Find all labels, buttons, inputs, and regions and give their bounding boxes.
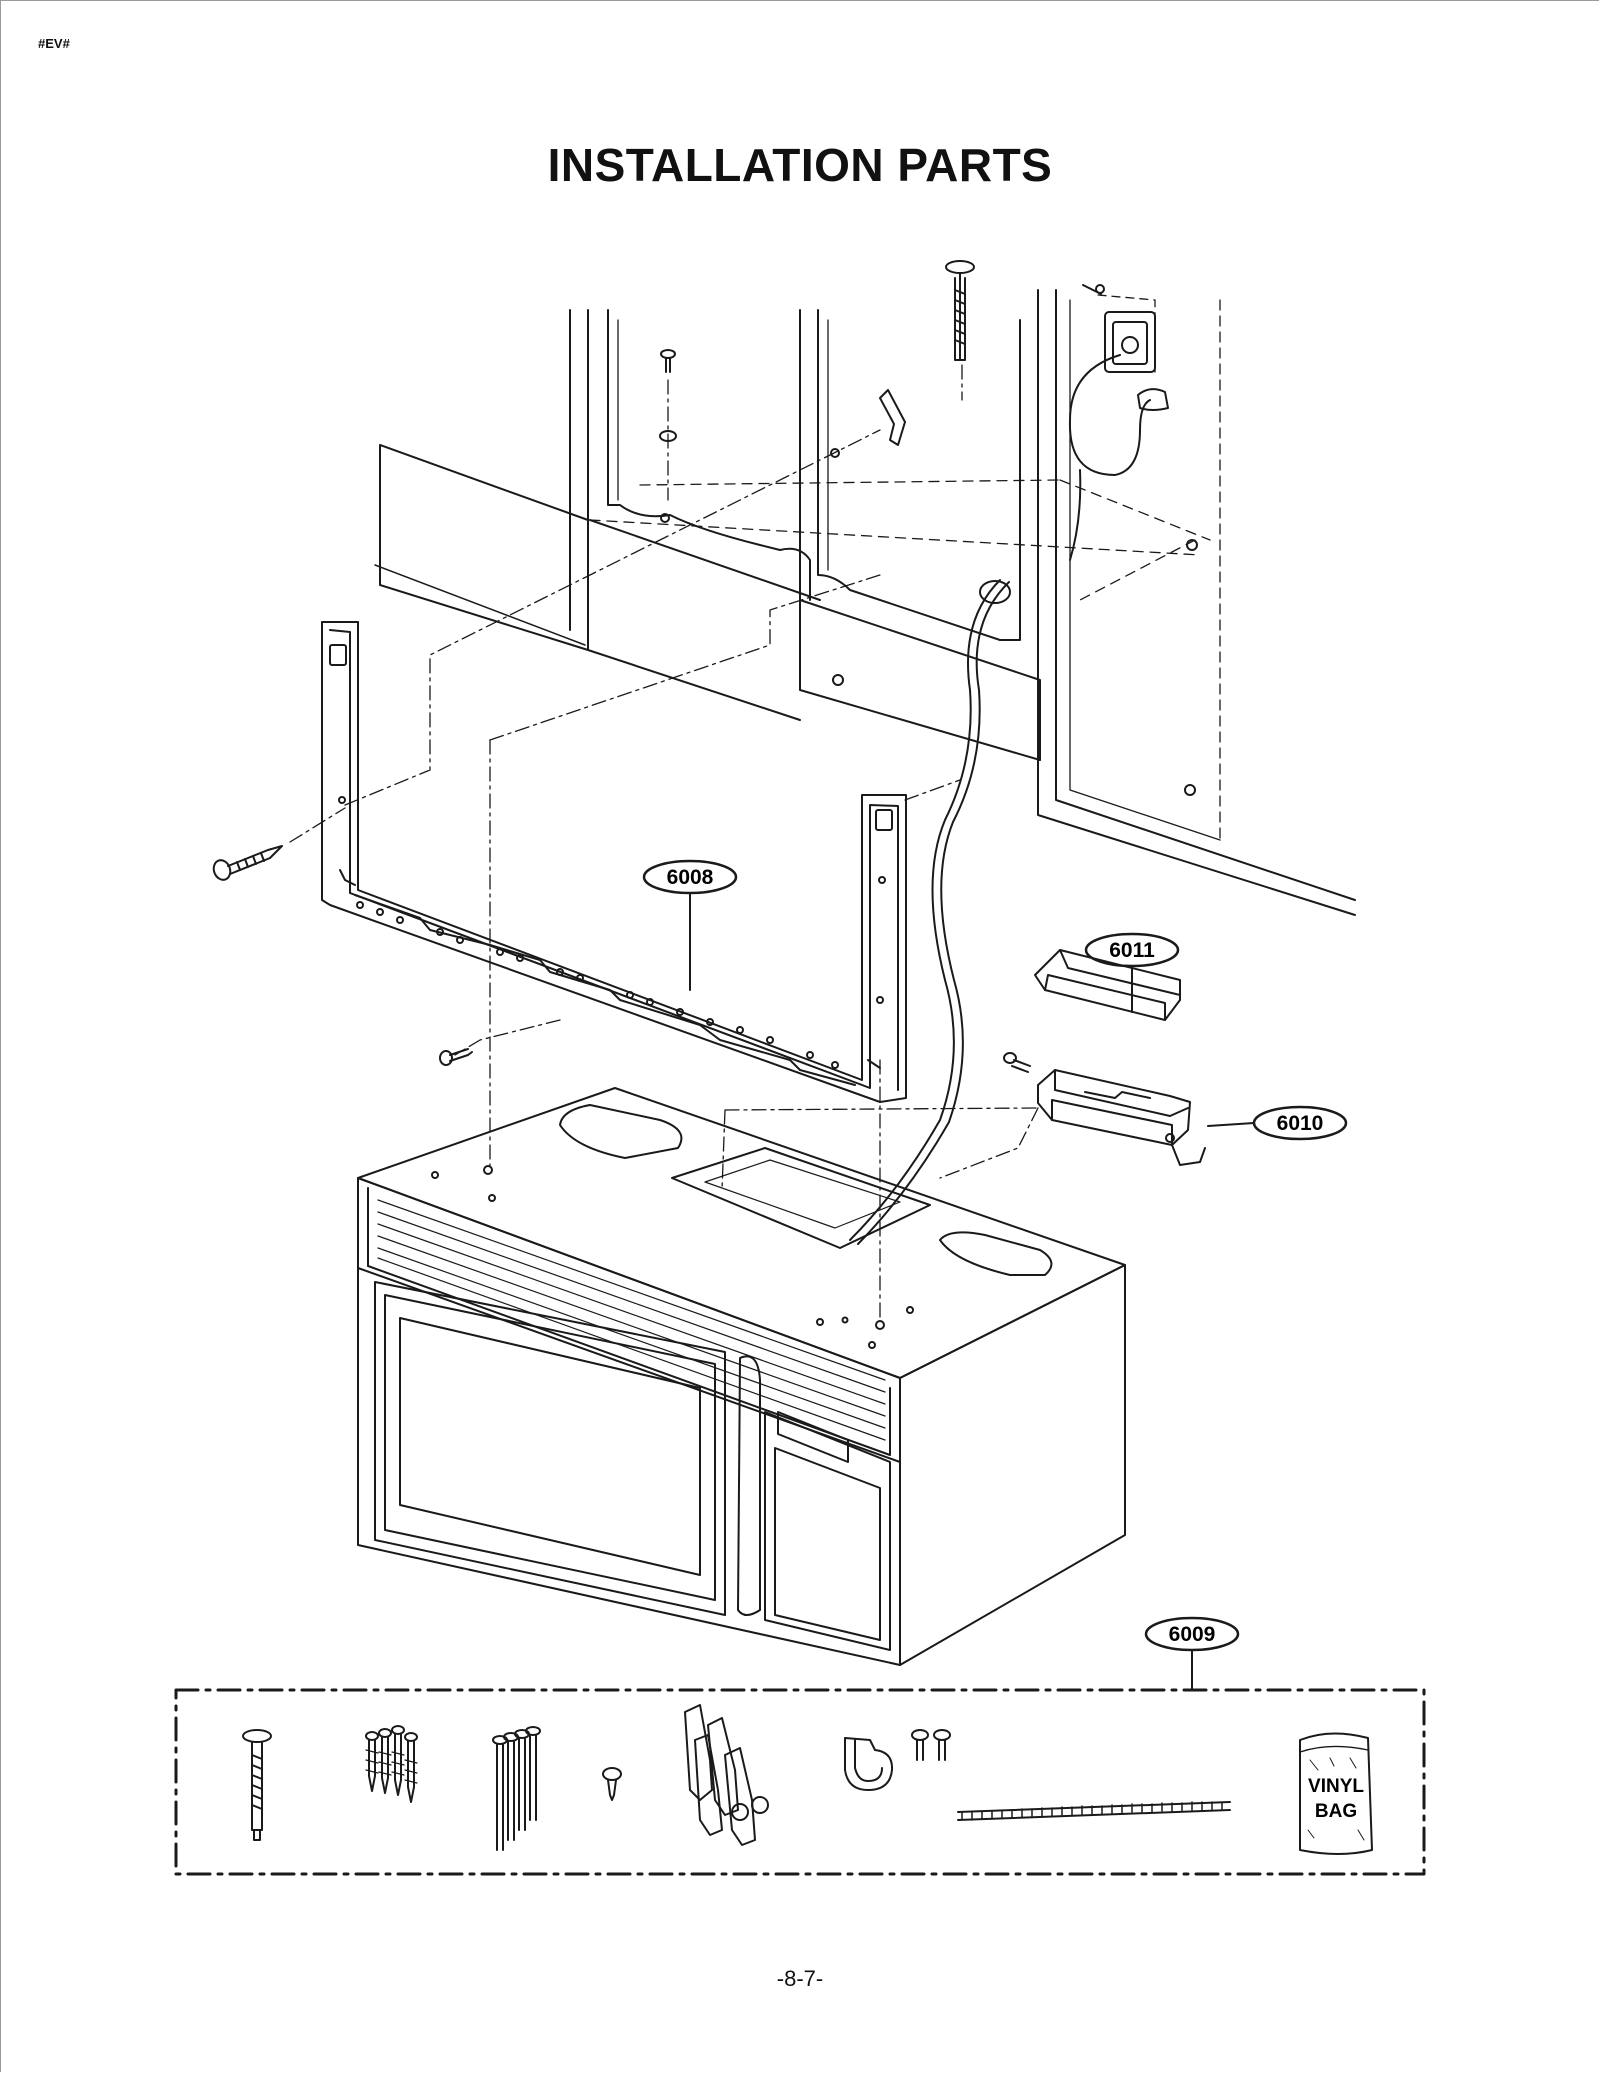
toggle-bolt-icon — [945, 260, 975, 401]
toggle-wing-icon — [684, 1704, 769, 1846]
callout-6011: 6011 — [1109, 939, 1155, 962]
wall-outlet-icon — [1082, 284, 1156, 373]
callout-6008: 6008 — [667, 866, 714, 889]
mounting-plate-icon — [321, 621, 907, 1103]
vinyl-bag-icon — [1299, 1732, 1373, 1855]
toggle-bolt-icon — [242, 1729, 272, 1841]
vinyl-bag-label-line1: VINYL — [1308, 1776, 1364, 1797]
lag-screw-icon — [212, 807, 346, 881]
filler-strip-icon — [957, 1801, 1231, 1821]
cabinet-icon — [374, 289, 1356, 916]
toggle-wing-icon — [879, 389, 906, 446]
top-plate-icon — [1034, 949, 1181, 1021]
damper-cover-icon — [1003, 1052, 1206, 1166]
lag-screw-icon — [365, 1725, 418, 1803]
wood-screw-icon — [439, 1048, 473, 1066]
microwave-oven-icon — [357, 1087, 1126, 1666]
wood-screw-icon — [492, 1726, 541, 1851]
page-title: INSTALLATION PARTS — [547, 139, 1053, 191]
vinyl-bag-label-line2: BAG — [1315, 1801, 1357, 1822]
cord-clamp-icon — [844, 1729, 951, 1791]
wood-screw-icon — [602, 1767, 622, 1801]
power-cord-icon — [849, 354, 1151, 1245]
header-code: #EV# — [38, 36, 70, 51]
page-number: -8-7- — [776, 1966, 824, 1991]
wood-screw-icon — [659, 349, 677, 501]
cord-clamp-icon — [1137, 388, 1169, 411]
installation-kit-box — [174, 1688, 1426, 1876]
callout-6010: 6010 — [1277, 1112, 1324, 1135]
callout-6009: 6009 — [1169, 1623, 1216, 1646]
